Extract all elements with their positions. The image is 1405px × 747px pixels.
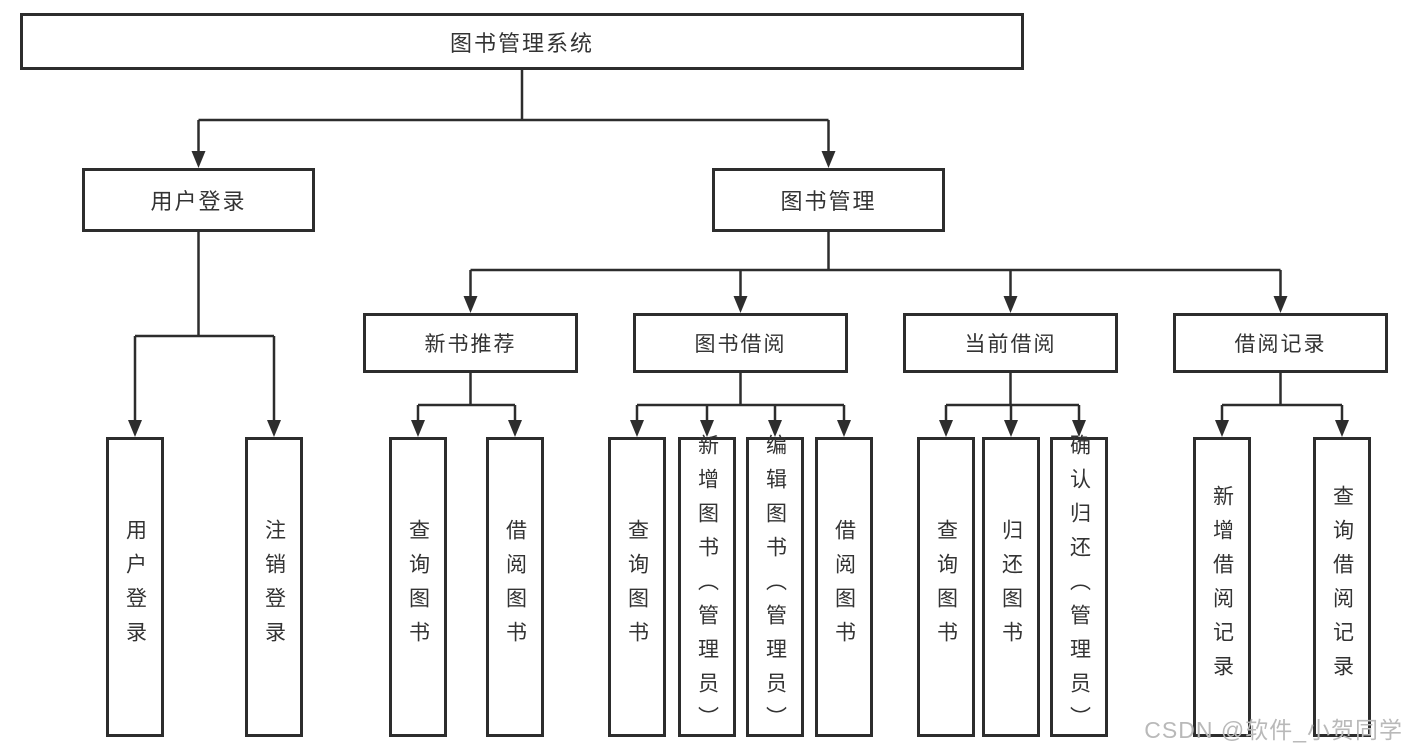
leaf-return-books-label: 归还图书 (999, 519, 1023, 655)
leaf-edit-books-admin: 编辑图书（管理员） (746, 434, 804, 740)
leaf-query-books-borrow-label: 查询图书 (625, 519, 649, 655)
leaf-add-borrow-record: 新增借阅记录 (1193, 437, 1251, 737)
csdn-watermark: CSDN @软件_小贺同学 (1144, 717, 1403, 743)
leaf-borrow-books-recommend-label: 借阅图书 (503, 519, 527, 655)
arrowheads (128, 151, 1349, 437)
node-new-book-recommend: 新书推荐 (363, 313, 578, 373)
leaf-add-books-admin-label: 新增图书（管理员） (695, 434, 719, 740)
leaf-edit-books-admin-label: 编辑图书（管理员） (763, 434, 787, 740)
leaf-add-borrow-record-label: 新增借阅记录 (1210, 485, 1234, 689)
leaf-query-books-current: 查询图书 (917, 437, 975, 737)
leaf-confirm-return-admin: 确认归还（管理员） (1050, 434, 1108, 740)
leaf-query-books-recommend: 查询图书 (389, 437, 447, 737)
leaf-logout-login: 注销登录 (245, 437, 303, 737)
node-user-login: 用户登录 (82, 168, 315, 232)
leaf-borrow-books-recommend: 借阅图书 (486, 437, 544, 737)
leaf-logout-login-label: 注销登录 (262, 519, 286, 655)
leaf-user-login: 用户登录 (106, 437, 164, 737)
leaf-query-borrow-record: 查询借阅记录 (1313, 437, 1371, 737)
leaf-add-books-admin: 新增图书（管理员） (678, 434, 736, 740)
node-current-borrow: 当前借阅 (903, 313, 1118, 373)
leaf-borrow-books-borrow: 借阅图书 (815, 437, 873, 737)
leaf-confirm-return-admin-label: 确认归还（管理员） (1067, 434, 1091, 740)
leaf-return-books: 归还图书 (982, 437, 1040, 737)
node-borrow-record: 借阅记录 (1173, 313, 1388, 373)
node-book-management: 图书管理 (712, 168, 945, 232)
node-book-borrow: 图书借阅 (633, 313, 848, 373)
node-library-management-system: 图书管理系统 (20, 13, 1024, 70)
leaf-borrow-books-borrow-label: 借阅图书 (832, 519, 856, 655)
leaf-query-borrow-record-label: 查询借阅记录 (1330, 485, 1354, 689)
leaf-query-books-recommend-label: 查询图书 (406, 519, 430, 655)
leaf-query-books-borrow: 查询图书 (608, 437, 666, 737)
leaf-query-books-current-label: 查询图书 (934, 519, 958, 655)
leaf-user-login-label: 用户登录 (123, 519, 147, 655)
